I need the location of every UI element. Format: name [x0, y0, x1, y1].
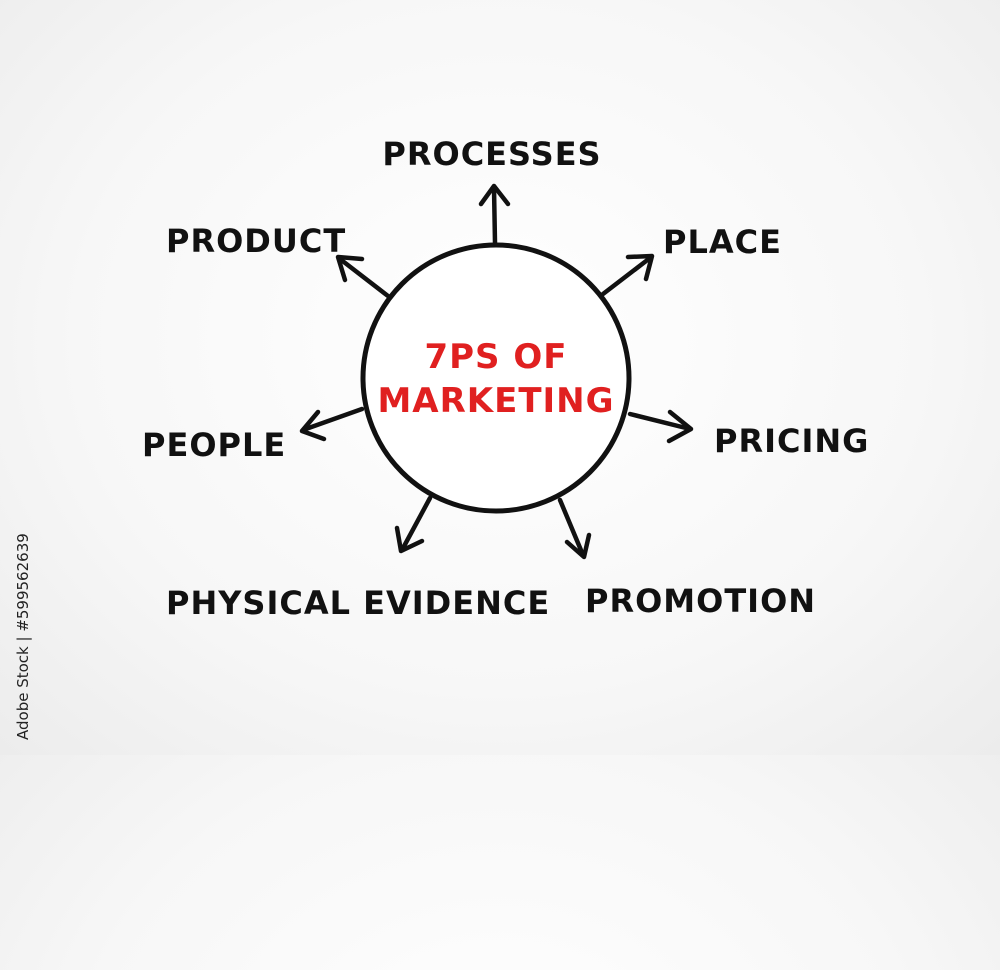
arrow-product	[335, 254, 391, 299]
center-title-line2: MARKETING	[377, 381, 614, 421]
center-circle	[360, 242, 632, 514]
arrow-processes	[478, 183, 511, 246]
watermark-container: Adobe Stock | #599562639	[14, 533, 34, 970]
arrow-physical-evidence	[394, 495, 433, 554]
arrow-pricing	[627, 409, 694, 444]
arrow-place	[600, 253, 655, 297]
arrow-promotion	[557, 497, 592, 560]
label-people: PEOPLE	[142, 426, 286, 464]
label-pricing: PRICING	[714, 422, 869, 460]
mind-map-diagram: 7PS OF MARKETING PROCESSES PLACE PRICING…	[142, 135, 869, 622]
label-promotion: PROMOTION	[585, 582, 816, 620]
label-processes: PROCESSES	[382, 135, 601, 173]
center-title-line1: 7PS OF	[424, 337, 567, 377]
watermark-text: Adobe Stock | #599562639	[14, 533, 32, 740]
label-product: PRODUCT	[166, 222, 346, 260]
arrow-people	[299, 406, 365, 442]
label-place: PLACE	[663, 223, 782, 261]
label-physical-evidence: PHYSICAL EVIDENCE	[166, 584, 550, 622]
